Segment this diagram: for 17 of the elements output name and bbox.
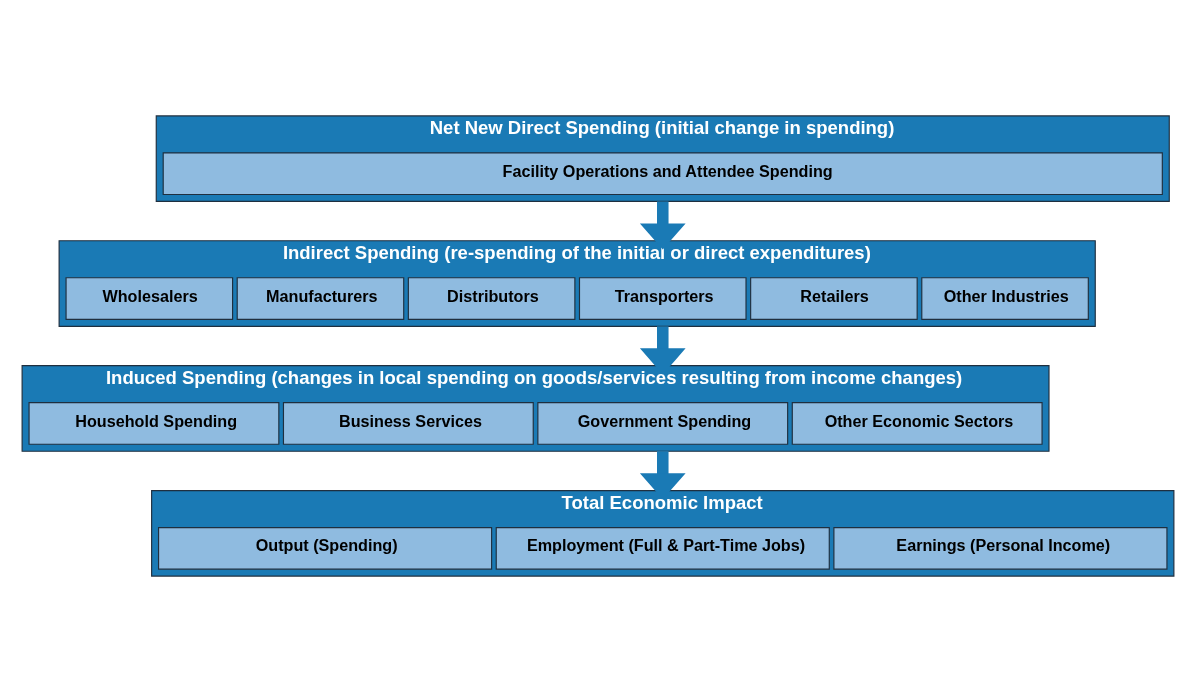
node-box: Other Industries: [921, 276, 1089, 320]
node-box: Manufacturers: [236, 276, 405, 320]
node-box: Transporters: [578, 276, 747, 320]
node-box: Output (Spending): [158, 526, 493, 570]
node-box: Business Services: [282, 401, 534, 445]
node-box: Household Spending: [28, 401, 280, 445]
node-box: Distributors: [407, 276, 576, 320]
arrow: [639, 200, 686, 250]
node-box: Retailers: [750, 276, 918, 320]
arrow: [639, 325, 686, 374]
node-box: Earnings (Personal Income): [833, 526, 1168, 570]
node-box: Other Economic Sectors: [791, 401, 1043, 445]
node-box: Employment (Full & Part-Time Jobs): [495, 526, 830, 570]
node-box: Government Spending: [537, 401, 789, 445]
node-box: Wholesalers: [65, 276, 234, 320]
node-box: Facility Operations and Attendee Spending: [162, 151, 1163, 195]
arrow: [639, 450, 686, 499]
